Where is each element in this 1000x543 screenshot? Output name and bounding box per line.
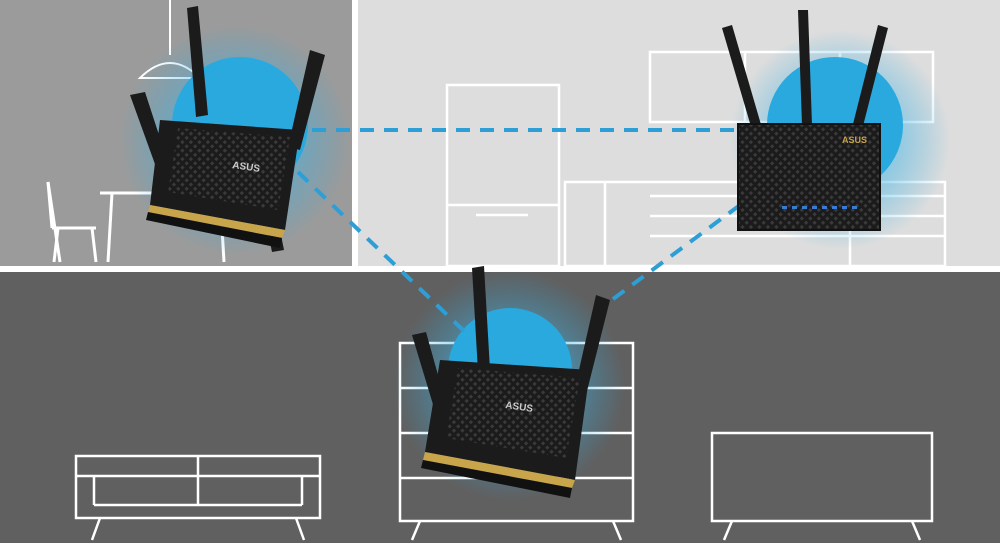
floor-divider	[0, 266, 1000, 272]
link-top-left-to-bottom	[296, 170, 467, 334]
link-top-right-to-bottom	[603, 203, 742, 307]
wall-vertical	[352, 0, 358, 266]
mesh-router-icon: ASUS	[130, 6, 325, 252]
router-top-left: ASUS	[130, 6, 325, 252]
router-bottom-center: ASUS	[412, 266, 610, 498]
wireless-router-icon: ASUS	[722, 10, 888, 231]
router-logo: ASUS	[232, 160, 261, 175]
sofa-icon	[74, 454, 322, 541]
mesh-router-icon: ASUS	[412, 266, 610, 498]
chair-icon	[46, 181, 98, 263]
status-led-row	[782, 206, 857, 209]
router-top-right: ASUS	[722, 10, 888, 231]
tv-cabinet-icon	[710, 431, 934, 541]
mesh-links	[296, 128, 742, 334]
router-logo: ASUS	[505, 400, 534, 415]
router-logo: ASUS	[842, 135, 867, 145]
